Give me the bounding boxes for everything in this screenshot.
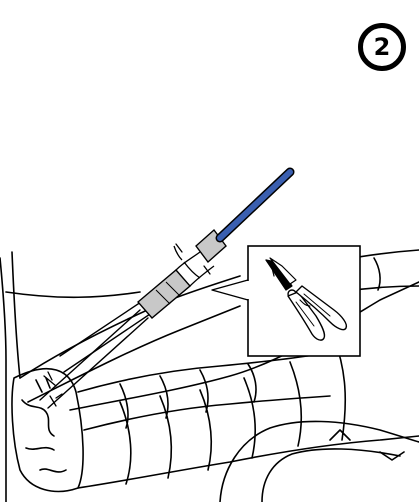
heat-shrink-sleeve-lower [138, 270, 190, 318]
wire-loom [40, 296, 156, 408]
blue-cable [220, 172, 290, 238]
tool-inset [212, 246, 360, 356]
